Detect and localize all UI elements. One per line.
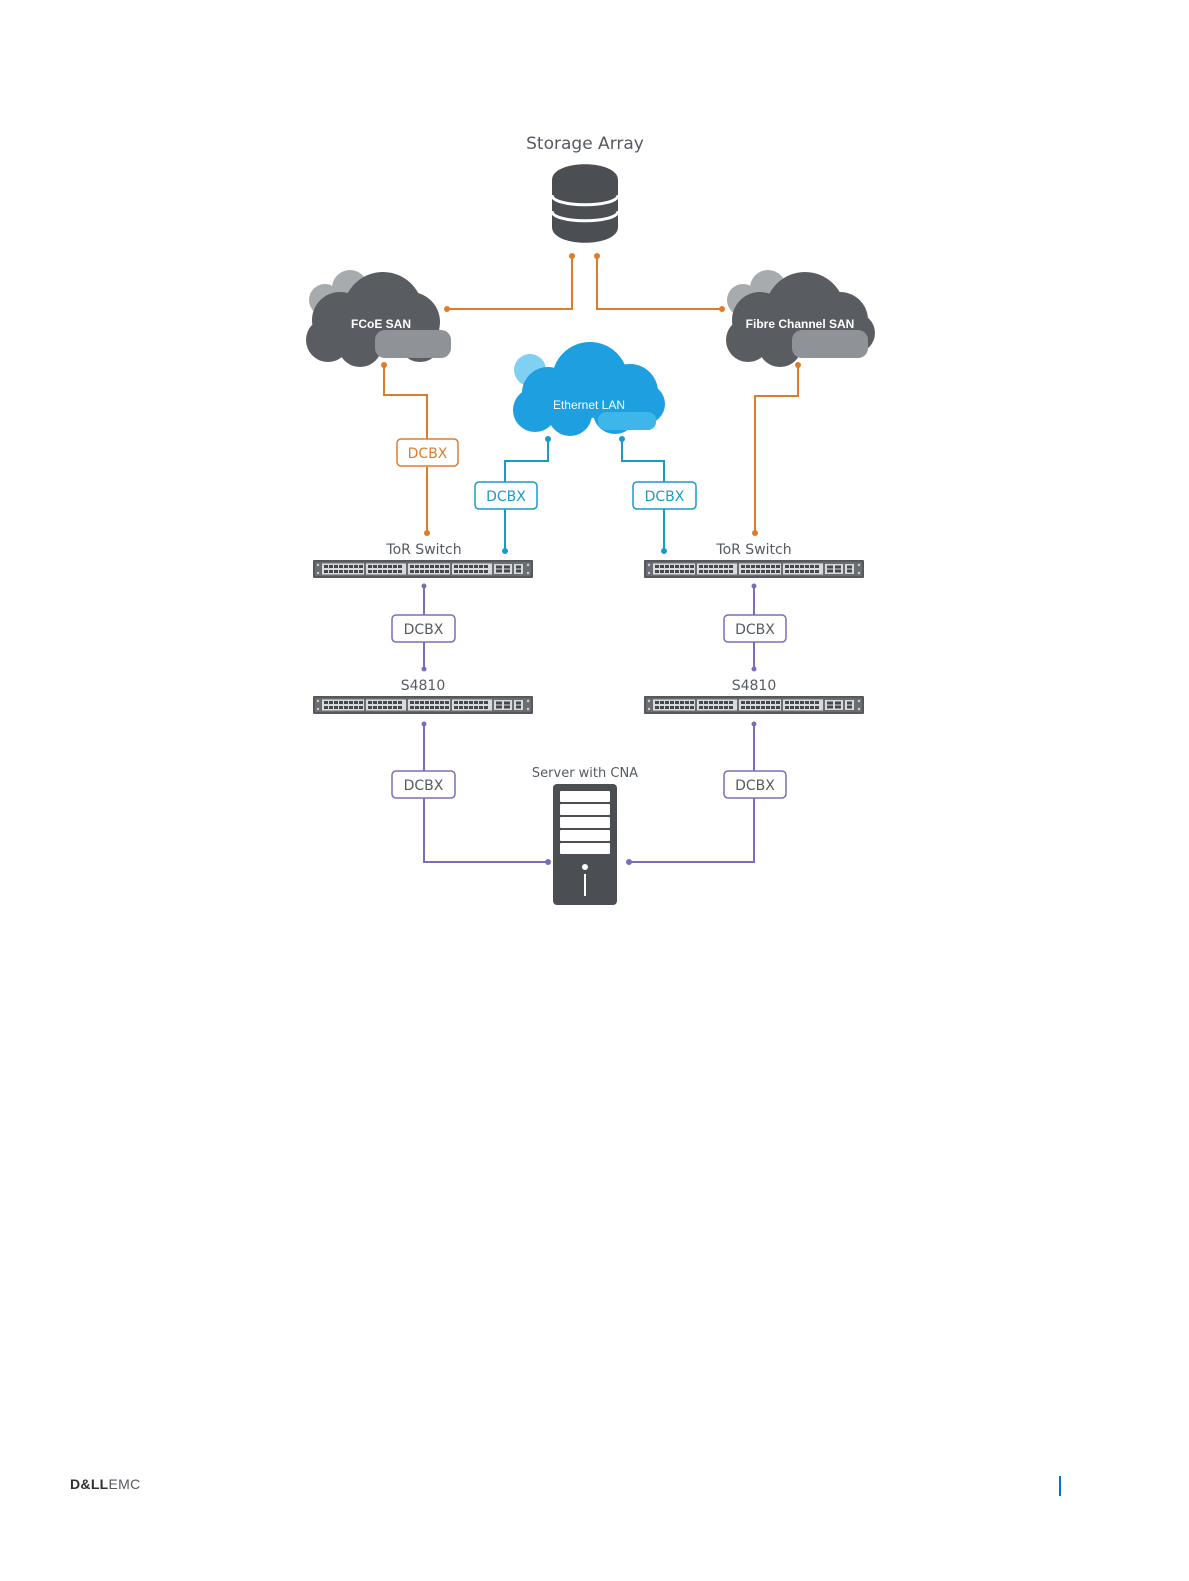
dcbx-box-server-left: DCBX bbox=[392, 771, 455, 798]
s4810-left-switch-icon bbox=[313, 696, 533, 714]
dcbx-label: DCBX bbox=[735, 778, 775, 794]
storage-to-fc-link bbox=[597, 256, 722, 309]
dcbx-box-fcoe: DCBX bbox=[397, 439, 458, 466]
tower-server-icon bbox=[553, 784, 617, 905]
s4810-left-label: S4810 bbox=[401, 678, 446, 694]
dcbx-label: DCBX bbox=[404, 622, 444, 638]
tor-switch-right-icon bbox=[644, 560, 864, 578]
emc-wordmark: EMC bbox=[109, 1476, 141, 1492]
dcbx-label: DCBX bbox=[645, 489, 685, 505]
ethernet-lan-cloud-icon bbox=[513, 342, 665, 436]
fibre-channel-san-label: Fibre Channel SAN bbox=[746, 317, 855, 331]
database-cylinder-icon bbox=[552, 164, 618, 243]
tor-switch-left-label: ToR Switch bbox=[385, 542, 461, 558]
dcbx-label: DCBX bbox=[735, 622, 775, 638]
s4810-right-switch-icon bbox=[644, 696, 864, 714]
s4810-right-label: S4810 bbox=[732, 678, 777, 694]
dcbx-label: DCBX bbox=[404, 778, 444, 794]
storage-to-fcoe-link bbox=[447, 256, 572, 309]
ethernet-lan-label: Ethernet LAN bbox=[553, 398, 625, 412]
dcbx-label: DCBX bbox=[486, 489, 526, 505]
dcbx-label: DCBX bbox=[408, 446, 448, 462]
dcbx-box-lan-right: DCBX bbox=[633, 482, 696, 509]
fcoe-san-label: FCoE SAN bbox=[351, 317, 411, 331]
dcbx-box-tor-left: DCBX bbox=[392, 615, 455, 642]
dcbx-box-tor-right: DCBX bbox=[724, 615, 786, 642]
dcbx-box-server-right: DCBX bbox=[724, 771, 786, 798]
fc-to-tor-right-link bbox=[755, 365, 798, 533]
dell-wordmark: D&LL bbox=[70, 1476, 109, 1492]
tor-switch-left-icon bbox=[313, 560, 533, 578]
storage-array-label: Storage Array bbox=[526, 134, 644, 154]
dcbx-box-lan-left: DCBX bbox=[475, 482, 537, 509]
dell-emc-logo: D&LLEMC bbox=[70, 1476, 141, 1492]
server-label: Server with CNA bbox=[532, 766, 638, 781]
page-marker-bar bbox=[1059, 1476, 1061, 1496]
tor-switch-right-label: ToR Switch bbox=[715, 542, 791, 558]
